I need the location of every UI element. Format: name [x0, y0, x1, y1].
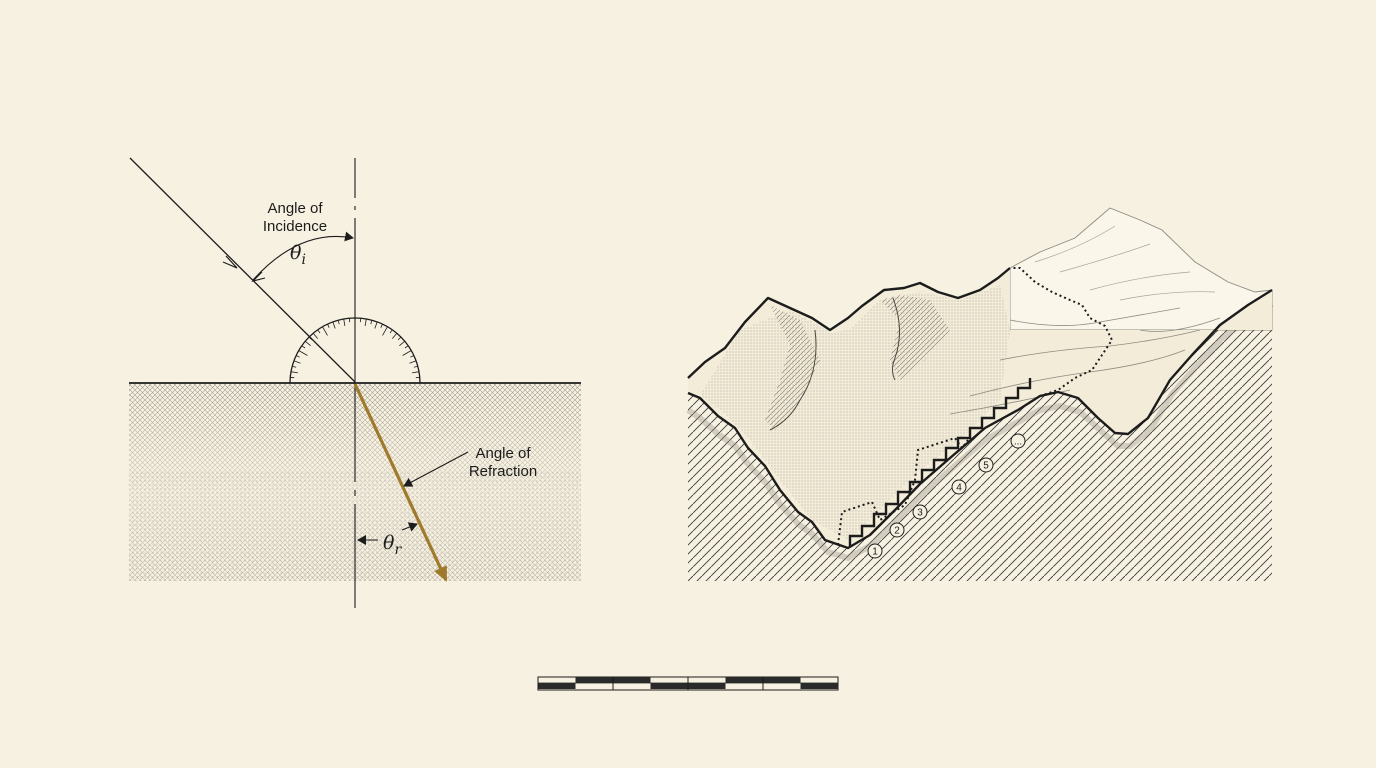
protractor-tick	[301, 345, 306, 349]
step-marker-label: 1	[872, 547, 878, 558]
dotted-route	[837, 267, 1114, 546]
bedrock-section	[688, 290, 1272, 581]
scale-bar-segment	[613, 677, 651, 683]
protractor-tick	[413, 365, 418, 368]
refraction-label-line1: Angle of	[475, 445, 531, 462]
theta-r-label: θr	[383, 532, 402, 558]
incident-ray	[129, 157, 356, 383]
scale-bar-segment	[575, 677, 613, 683]
scale-bar-segment	[650, 683, 688, 689]
step-markers: 1 2 3 4 5...	[867, 433, 1026, 559]
refraction-leader	[403, 451, 469, 487]
protractor-tick	[389, 329, 393, 334]
protractor-tick	[374, 321, 378, 329]
protractor-tick	[364, 318, 367, 326]
step-marker: 3	[912, 504, 928, 520]
ridge-outline	[687, 267, 1011, 379]
step-marker: ...	[1010, 433, 1026, 449]
ground-surface-outline	[687, 288, 1273, 550]
protractor-tick	[404, 345, 409, 349]
protractor-tick	[370, 320, 373, 325]
protractor-tick	[290, 371, 298, 374]
distant-peak	[1009, 207, 1273, 331]
protractor-tick	[327, 323, 330, 328]
step-marker-label: 3	[917, 508, 923, 519]
protractor-tick	[409, 360, 417, 364]
step-marker: 5	[978, 457, 994, 473]
incident-ray-arrow-icon	[222, 255, 238, 269]
scale-bar-segment	[688, 683, 726, 689]
terrain-section: 1 2 3 4 5...	[686, 207, 1274, 581]
scale-bar-segment	[725, 677, 763, 683]
protractor-tick	[380, 323, 383, 328]
protractor-tick	[343, 318, 346, 326]
step-marker-label: 4	[956, 483, 962, 494]
protractor-tick	[298, 350, 308, 356]
refracted-ray	[353, 383, 448, 582]
refraction-label-line2: Refraction	[469, 463, 537, 480]
step-marker-label: ...	[1014, 437, 1022, 448]
protractor-tick	[402, 350, 412, 356]
scale-bar-segment	[800, 683, 838, 689]
protractor-tick	[399, 340, 406, 347]
step-marker-label: 5	[983, 461, 989, 472]
protractor-tick	[382, 326, 388, 336]
scale-bar-segment	[763, 677, 801, 683]
scale-bar	[537, 676, 839, 691]
protractor-tick	[304, 340, 311, 347]
protractor-tick	[332, 321, 336, 329]
incidence-angle-arc	[252, 231, 354, 281]
protractor-tick	[322, 326, 328, 336]
incidence-label-line1: Angle of	[267, 200, 323, 217]
protractor-tick	[317, 329, 321, 334]
step-marker-label: 2	[894, 526, 900, 537]
protractor-tick	[295, 355, 300, 358]
theta-i-label: θi	[290, 242, 306, 268]
scale-bar-segment	[538, 683, 576, 689]
protractor-tick	[410, 355, 415, 358]
refraction-angle-arc-right	[401, 522, 418, 532]
protractor-tick	[412, 371, 420, 374]
protractor-tick	[391, 332, 398, 339]
incidence-label-line2: Incidence	[263, 218, 327, 235]
protractor-tick	[337, 320, 340, 325]
ascent-route-steps	[848, 378, 1032, 546]
protractor-tick	[312, 332, 319, 339]
protractor-tick	[292, 365, 297, 368]
protractor-tick	[397, 336, 402, 341]
refraction-diagram: Angle of Incidence θi Angle of Refractio…	[129, 157, 581, 608]
step-marker: 1	[867, 543, 883, 559]
protractor-tick	[293, 360, 301, 364]
step-marker: 2	[889, 522, 905, 538]
step-marker: 4	[951, 479, 967, 495]
